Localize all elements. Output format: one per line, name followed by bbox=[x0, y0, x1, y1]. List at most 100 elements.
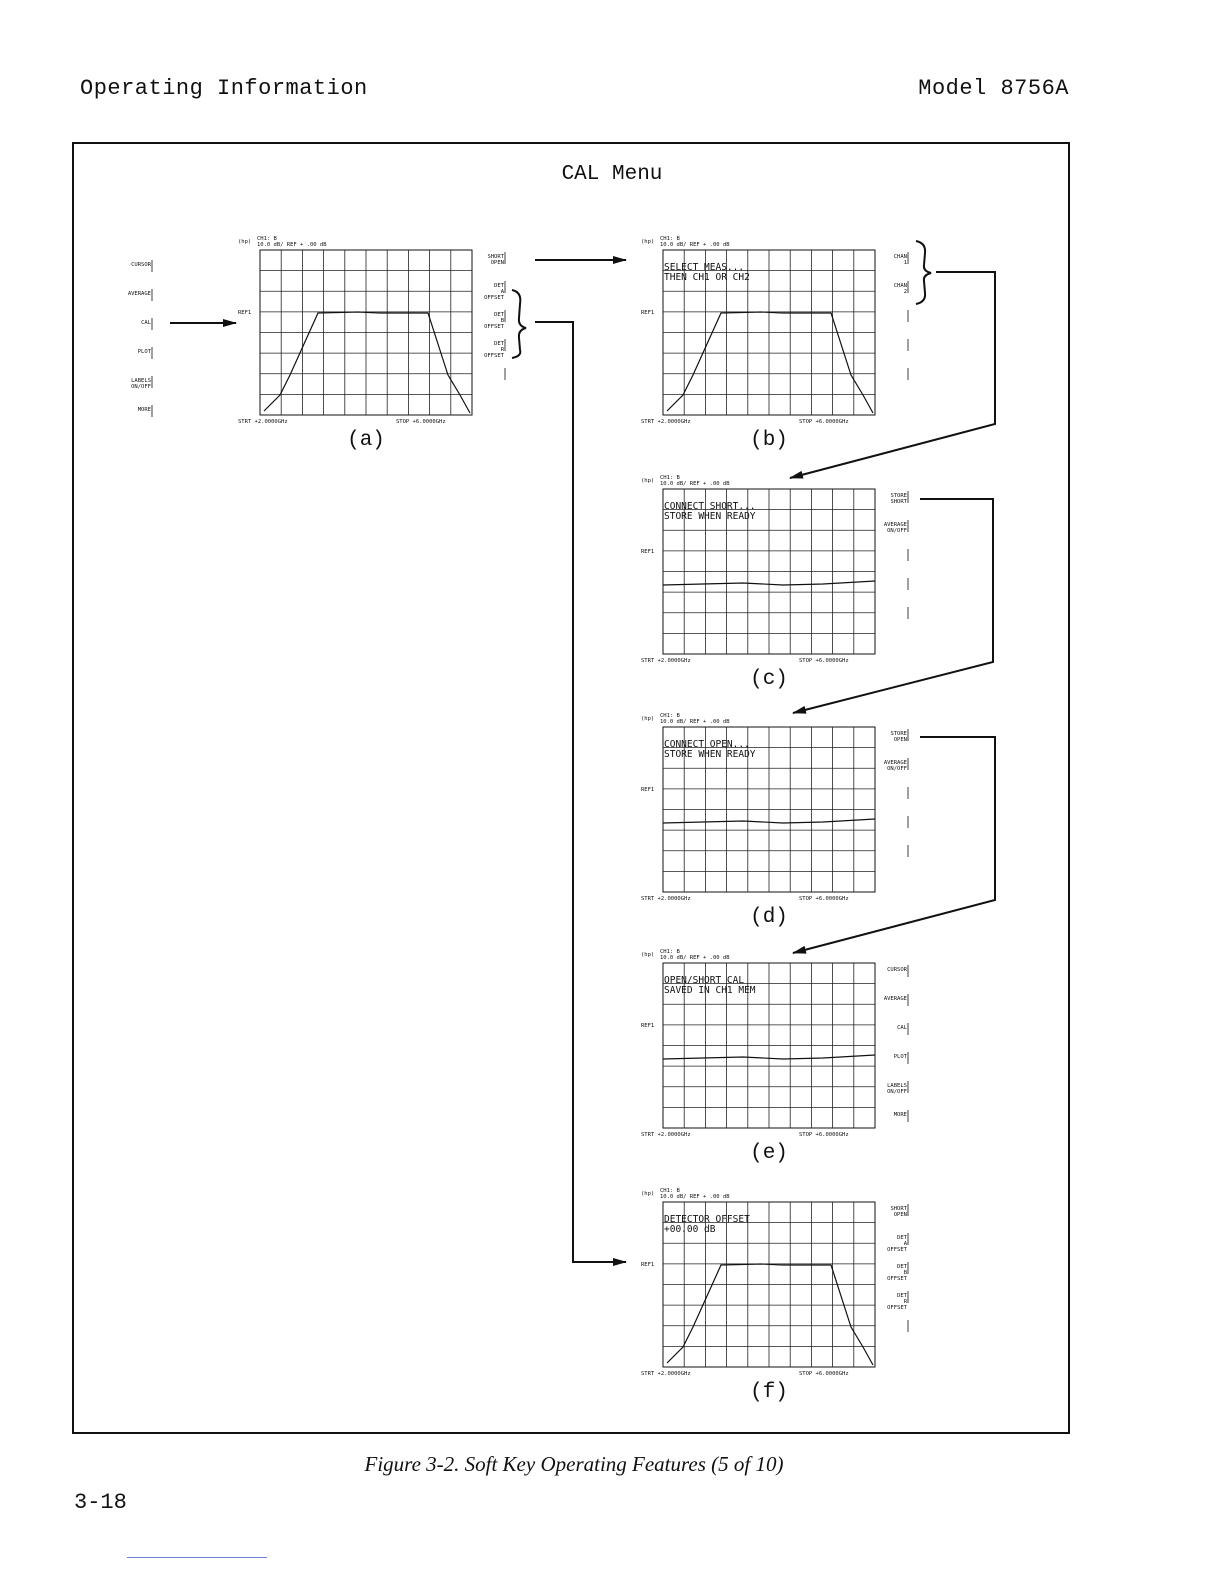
start-frequency: STRT +2.0000GHz bbox=[641, 1132, 691, 1138]
running-header-left: Operating Information bbox=[80, 76, 368, 101]
figure-title: CAL Menu bbox=[561, 163, 663, 186]
svg-text:PLOT: PLOT bbox=[894, 1054, 908, 1060]
menu-item: AVERAGE bbox=[128, 291, 151, 297]
panel-label: (c) bbox=[750, 668, 788, 691]
screen-panel-c: CH1: B10.0 dB/ REF + .00 dB(hp)REF1CONNE… bbox=[641, 475, 909, 691]
svg-text:DET: DET bbox=[897, 1235, 908, 1241]
arrow-d-to-e bbox=[792, 736, 996, 954]
stop-frequency: STOP +6.0000GHz bbox=[799, 896, 849, 902]
screen-panel-b: CH1: B10.0 dB/ REF + .00 dB(hp)REF1SELEC… bbox=[641, 236, 909, 452]
stop-frequency: STOP +6.0000GHz bbox=[396, 419, 446, 425]
trace-line bbox=[666, 1263, 874, 1366]
crt-message: +00.00 dB bbox=[664, 1224, 716, 1235]
screen-panel-d: CH1: B10.0 dB/ REF + .00 dB(hp)REF1CONNE… bbox=[641, 713, 909, 929]
stop-frequency: STOP +6.0000GHz bbox=[799, 1132, 849, 1138]
trace-line bbox=[662, 580, 876, 586]
svg-text:STORE: STORE bbox=[890, 493, 907, 499]
crt-message: THEN CH1 OR CH2 bbox=[664, 272, 750, 283]
page-number: 3-18 bbox=[74, 1490, 127, 1515]
crt-message: CONNECT OPEN... bbox=[664, 739, 750, 750]
channel-label: CH1: B bbox=[660, 949, 681, 955]
svg-text:CHAN: CHAN bbox=[894, 254, 907, 260]
svg-text:A: A bbox=[904, 1241, 908, 1247]
svg-text:OPEN: OPEN bbox=[491, 260, 504, 266]
start-frequency: STRT +2.0000GHz bbox=[238, 419, 288, 425]
svg-text:B: B bbox=[904, 1270, 908, 1276]
svg-text:A: A bbox=[501, 289, 505, 295]
svg-text:DET: DET bbox=[494, 312, 505, 318]
channel-label: CH1: B bbox=[660, 713, 681, 719]
scale-label: 10.0 dB/ REF + .00 dB bbox=[660, 481, 730, 487]
menu-item: LABELS bbox=[131, 378, 151, 384]
stop-frequency: STOP +6.0000GHz bbox=[799, 658, 849, 664]
running-header-right: Model 8756A bbox=[918, 76, 1069, 101]
svg-text:DET: DET bbox=[494, 341, 505, 347]
stop-frequency: STOP +6.0000GHz bbox=[799, 419, 849, 425]
softkey-label: MORE bbox=[894, 1110, 909, 1122]
hp-logo-icon: (hp) bbox=[641, 478, 654, 484]
crt-message: OPEN/SHORT CAL bbox=[664, 975, 744, 986]
svg-text:2: 2 bbox=[904, 289, 907, 295]
svg-text:OPEN: OPEN bbox=[894, 1212, 907, 1218]
menu-item: CAL bbox=[141, 320, 152, 326]
arrow-a-to-f bbox=[535, 321, 627, 1266]
screen-panel-e: CH1: B10.0 dB/ REF + .00 dB (hp) REF1 OPEN/… bbox=[641, 949, 909, 1165]
hp-logo-icon: (hp) bbox=[641, 239, 654, 245]
arrow-c-to-d bbox=[792, 498, 994, 714]
svg-text:R: R bbox=[904, 1299, 908, 1305]
trace-line bbox=[666, 311, 874, 414]
crt-message: STORE WHEN READY bbox=[664, 511, 756, 522]
hp-logo-icon: (hp) bbox=[641, 952, 654, 958]
svg-text:OFFSET: OFFSET bbox=[887, 1247, 908, 1253]
svg-text:B: B bbox=[501, 318, 505, 324]
svg-text:OFFSET: OFFSET bbox=[887, 1276, 908, 1282]
hp-logo-icon: (hp) bbox=[641, 1191, 654, 1197]
svg-text:CURSOR: CURSOR bbox=[887, 967, 908, 973]
svg-text:AVERAGE: AVERAGE bbox=[884, 996, 907, 1002]
svg-text:OFFSET: OFFSET bbox=[887, 1305, 908, 1311]
svg-text:DET: DET bbox=[494, 283, 505, 289]
svg-text:DET: DET bbox=[897, 1264, 908, 1270]
ref-label: REF1 bbox=[641, 1262, 654, 1268]
scale-label: 10.0 dB/ REF + .00 dB bbox=[660, 955, 730, 961]
crt-message: CONNECT SHORT... bbox=[664, 501, 756, 512]
ref-label: REF1 bbox=[238, 310, 251, 316]
softkey-label: PLOT bbox=[894, 1052, 909, 1064]
channel-label: CH1: B bbox=[257, 236, 278, 242]
figure-caption: Figure 3-2. Soft Key Operating Features … bbox=[364, 1452, 784, 1476]
scale-label: 10.0 dB/ REF + .00 dB bbox=[257, 242, 327, 248]
scale-label: 10.0 dB/ REF + .00 dB bbox=[660, 1194, 730, 1200]
svg-text:AVERAGE: AVERAGE bbox=[884, 522, 907, 528]
start-frequency: STRT +2.0000GHz bbox=[641, 1371, 691, 1377]
menu-item: PLOT bbox=[138, 349, 152, 355]
trace-line bbox=[662, 1054, 876, 1060]
menu-item: CURSOR bbox=[131, 262, 152, 268]
footer-rule bbox=[127, 1557, 267, 1558]
trace-line bbox=[662, 818, 876, 824]
svg-text:ON/OFF: ON/OFF bbox=[887, 528, 907, 534]
arrow-b-to-c bbox=[789, 271, 996, 479]
crt-message: DETECTOR OFFSET bbox=[664, 1214, 750, 1225]
svg-text:MORE: MORE bbox=[894, 1112, 907, 1118]
ref-label: REF1 bbox=[641, 549, 654, 555]
panel-label: (e) bbox=[750, 1142, 788, 1165]
panel-label: (b) bbox=[750, 429, 788, 452]
ref-label: REF1 bbox=[641, 1023, 654, 1029]
channel-label: CH1: B bbox=[660, 236, 681, 242]
svg-text:SHORT: SHORT bbox=[890, 1206, 907, 1212]
hp-logo-icon: (hp) bbox=[238, 239, 251, 245]
panel-label: (d) bbox=[750, 906, 788, 929]
svg-text:DET: DET bbox=[897, 1293, 908, 1299]
